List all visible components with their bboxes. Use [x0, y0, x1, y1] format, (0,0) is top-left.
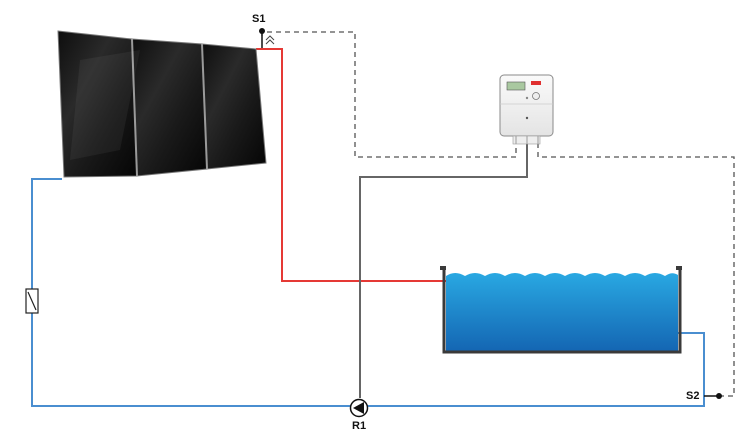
- sensor-s1-dot: [259, 28, 265, 34]
- pool-water: [446, 273, 678, 351]
- swimming-pool: [440, 266, 682, 354]
- solar-panel-right: [201, 43, 267, 170]
- panel-frame-divider: [131, 38, 138, 177]
- pump-control-cable: [359, 142, 528, 398]
- solar-collector: [57, 30, 267, 178]
- pool-wall: [442, 268, 682, 354]
- controller-screw: [525, 116, 529, 120]
- pump-r1: [349, 398, 369, 418]
- panel-frame-divider: [201, 43, 208, 170]
- controller: [499, 74, 554, 145]
- signal-line-s2: [537, 143, 735, 397]
- sensor-s1-label: S1: [252, 13, 265, 25]
- solar-panel-middle: [131, 38, 208, 177]
- flow-meter: [25, 288, 39, 314]
- hot-supply-pipe: [256, 48, 446, 282]
- signal-line-s1: [261, 31, 517, 158]
- controller-led: [531, 81, 541, 85]
- sensor-s1-arrow-icon: [265, 35, 275, 45]
- pump-r1-label: R1: [352, 420, 366, 432]
- pump-direction-icon: [353, 402, 364, 414]
- panel-glare: [70, 50, 140, 160]
- controller-display: [506, 81, 526, 91]
- sensor-s2-label: S2: [686, 390, 699, 402]
- controller-button-icon: [525, 96, 529, 100]
- controller-knob-icon: [532, 92, 540, 100]
- sensor-s1: [259, 28, 275, 48]
- flow-meter-indicator: [27, 291, 37, 311]
- sensor-s2-dot: [716, 393, 722, 399]
- sensor-s2: [704, 393, 722, 399]
